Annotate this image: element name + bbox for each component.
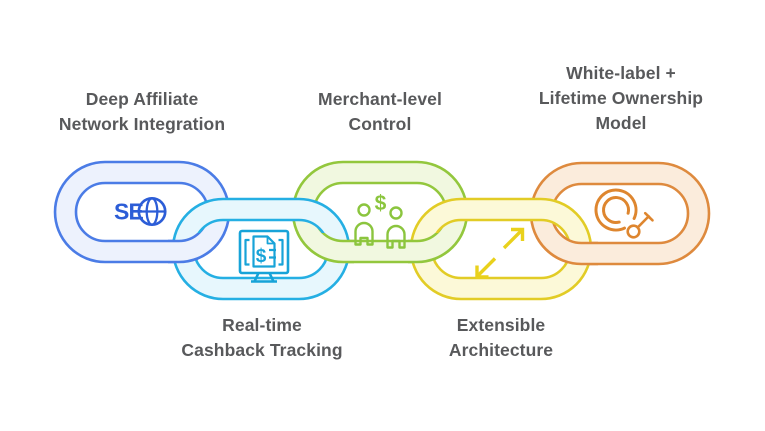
label-cashback: Real-time Cashback Tracking [147, 313, 377, 363]
label-line: Architecture [448, 340, 554, 360]
people-dollar-icon: $ [354, 192, 406, 249]
label-line: White-label + [566, 63, 676, 83]
label-merchant-control: Merchant-level Control [265, 87, 495, 137]
monitor-cashback-icon: $ [238, 229, 290, 283]
label-extensible: Extensible Architecture [386, 313, 616, 363]
label-line: Merchant-level [318, 89, 442, 109]
label-white-label: White-label + Lifetime Ownership Model [506, 61, 736, 136]
label-deep-affiliate: Deep Affiliate Network Integration [27, 87, 257, 137]
people-dollar-text: $ [375, 192, 387, 215]
stamp-key-icon [594, 188, 654, 239]
label-line: Control [348, 114, 412, 134]
expand-arrows-icon [475, 227, 525, 279]
label-line: Real-time [222, 315, 302, 335]
seo-globe-icon: SE [114, 196, 167, 227]
label-line: Model [595, 113, 647, 133]
cashback-dollar-text: $ [256, 246, 267, 267]
label-line: Lifetime Ownership [538, 88, 704, 108]
label-line: Cashback Tracking [181, 340, 343, 360]
label-line: Extensible [456, 315, 546, 335]
label-line: Network Integration [58, 114, 226, 134]
label-line: Deep Affiliate [85, 89, 199, 109]
